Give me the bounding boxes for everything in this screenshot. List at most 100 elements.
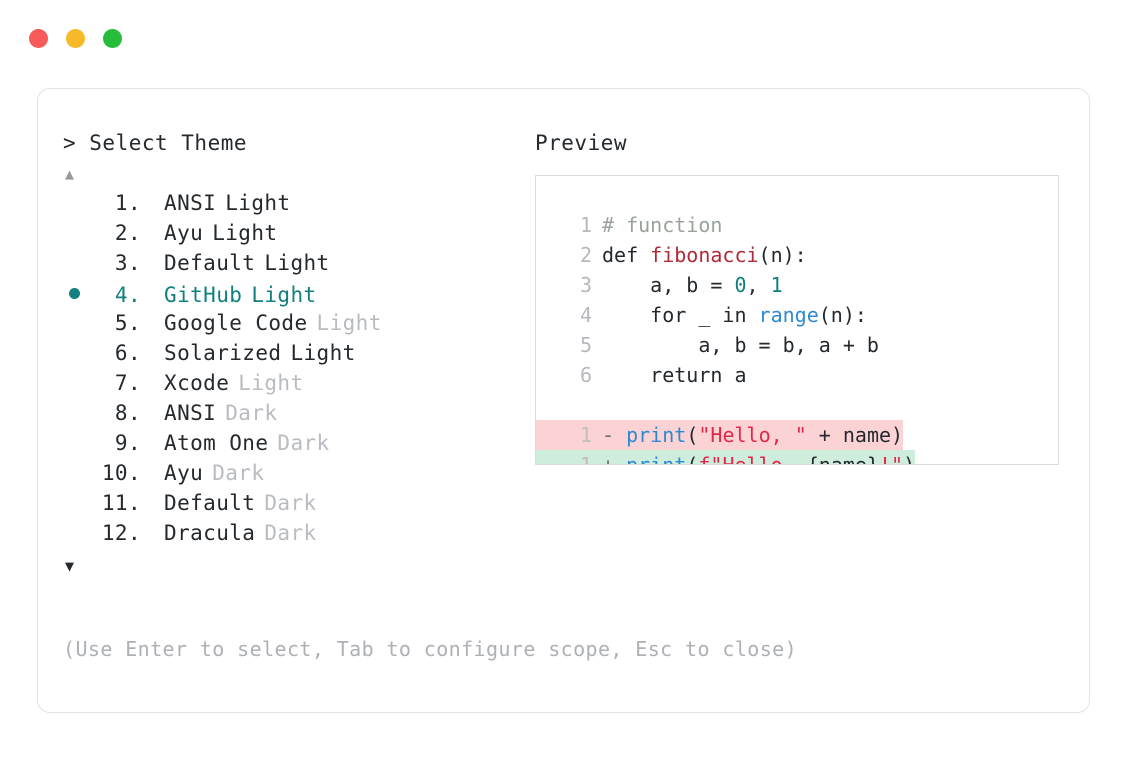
theme-item-index: 11.	[101, 491, 141, 515]
theme-item-variant: Light	[238, 371, 304, 395]
theme-item-name: Ayu	[164, 221, 204, 245]
diff-added-line: 1+ print(f"Hello, {name}!")	[536, 450, 1058, 465]
code-token: def	[602, 243, 651, 267]
theme-item-spacer	[141, 371, 164, 395]
code-line-content: # function	[592, 210, 722, 240]
window-traffic-lights	[29, 29, 122, 48]
theme-item-index: 10.	[101, 461, 141, 485]
theme-item-name: Xcode	[164, 371, 230, 395]
theme-item-spacer	[141, 341, 164, 365]
code-line-content: return a	[592, 360, 747, 390]
page-title: > Select Theme	[63, 131, 248, 155]
diff-removed-line: 1- print("Hello, " + name)	[536, 420, 1058, 450]
theme-item-spacer	[141, 191, 164, 215]
keyboard-hint: (Use Enter to select, Tab to configure s…	[63, 637, 798, 661]
line-number: 1	[536, 450, 592, 464]
theme-item-spacer	[141, 251, 164, 275]
theme-item-index: 5.	[114, 311, 141, 335]
theme-list-item[interactable]: 4. GitHub Light	[63, 281, 533, 311]
close-window-button[interactable]	[29, 29, 48, 48]
theme-item-variant: Dark	[264, 491, 317, 515]
theme-item-spacer	[141, 311, 164, 335]
minimize-window-button[interactable]	[66, 29, 85, 48]
diff-marker: +	[602, 453, 627, 465]
theme-item-name: ANSI	[164, 191, 217, 215]
scroll-down-icon[interactable]: ▼	[65, 557, 75, 575]
line-number: 3	[579, 273, 592, 297]
code-token: 1	[770, 273, 783, 297]
theme-item-index: 2.	[114, 221, 141, 245]
code-token: "Hello, "	[698, 423, 807, 447]
theme-item-name: Google Code	[164, 311, 308, 335]
code-token: fibonacci	[650, 243, 759, 267]
code-token: {name}	[806, 453, 879, 465]
code-token: return a	[602, 363, 747, 387]
line-number: 6	[579, 363, 592, 387]
code-line-content: a, b = 0, 1	[592, 270, 783, 300]
theme-item-name: Default	[164, 251, 256, 275]
code-line-content: for _ in range(n):	[592, 300, 867, 330]
code-token: (	[686, 423, 699, 447]
line-number: 4	[579, 303, 592, 327]
theme-list-item[interactable]: 11. Default Dark	[63, 491, 533, 521]
theme-item-variant: Light	[251, 283, 317, 307]
theme-item-index: 1.	[114, 191, 141, 215]
code-token: f"Hello,	[698, 453, 807, 465]
code-token: (	[686, 453, 699, 465]
maximize-window-button[interactable]	[103, 29, 122, 48]
theme-item-spacer	[141, 431, 164, 455]
diff-block: 1- print("Hello, " + name)1+ print(f"Hel…	[536, 420, 1058, 465]
code-line: 3 a, b = 0, 1	[536, 270, 1058, 300]
theme-item-name: GitHub	[164, 283, 243, 307]
code-line: 1 # function	[536, 210, 1058, 240]
theme-item-index: 6.	[114, 341, 141, 365]
theme-item-spacer	[141, 461, 164, 485]
line-number: 1	[579, 213, 592, 237]
selected-bullet-icon	[63, 281, 95, 311]
theme-list-item[interactable]: 7. Xcode Light	[63, 371, 533, 401]
theme-item-name: Atom One	[164, 431, 269, 455]
line-number: 1	[536, 420, 592, 450]
code-line: 4 for _ in range(n):	[536, 300, 1058, 330]
theme-item-name: ANSI	[164, 401, 217, 425]
code-token: ,	[746, 273, 771, 297]
code-token: )	[903, 453, 916, 465]
code-token: + name)	[806, 423, 904, 447]
code-token: print	[626, 423, 687, 447]
diff-line-content: - print("Hello, " + name)	[592, 420, 904, 450]
theme-item-index: 7.	[114, 371, 141, 395]
scroll-up-icon[interactable]: ▲	[65, 165, 75, 183]
code-token: (n):	[758, 243, 807, 267]
theme-item-spacer	[141, 283, 164, 307]
theme-item-spacer	[141, 221, 164, 245]
theme-item-name: Ayu	[164, 461, 204, 485]
code-line: 5 a, b = b, a + b	[536, 330, 1058, 360]
theme-item-index: 4.	[114, 283, 141, 307]
theme-item-spacer	[141, 401, 164, 425]
code-token: a, b =	[602, 273, 735, 297]
theme-list-item[interactable]: 2. Ayu Light	[63, 221, 533, 251]
theme-item-spacer	[141, 491, 164, 515]
code-line: 6 return a	[536, 360, 1058, 390]
preview-label: Preview	[535, 131, 628, 155]
code-token: # function	[602, 213, 723, 237]
code-line-content: a, b = b, a + b	[592, 330, 879, 360]
theme-item-name: Default	[164, 491, 256, 515]
code-token: for _ in	[602, 303, 759, 327]
code-token: print	[626, 453, 687, 465]
theme-item-index: 9.	[114, 431, 141, 455]
theme-item-variant: Light	[212, 221, 278, 245]
